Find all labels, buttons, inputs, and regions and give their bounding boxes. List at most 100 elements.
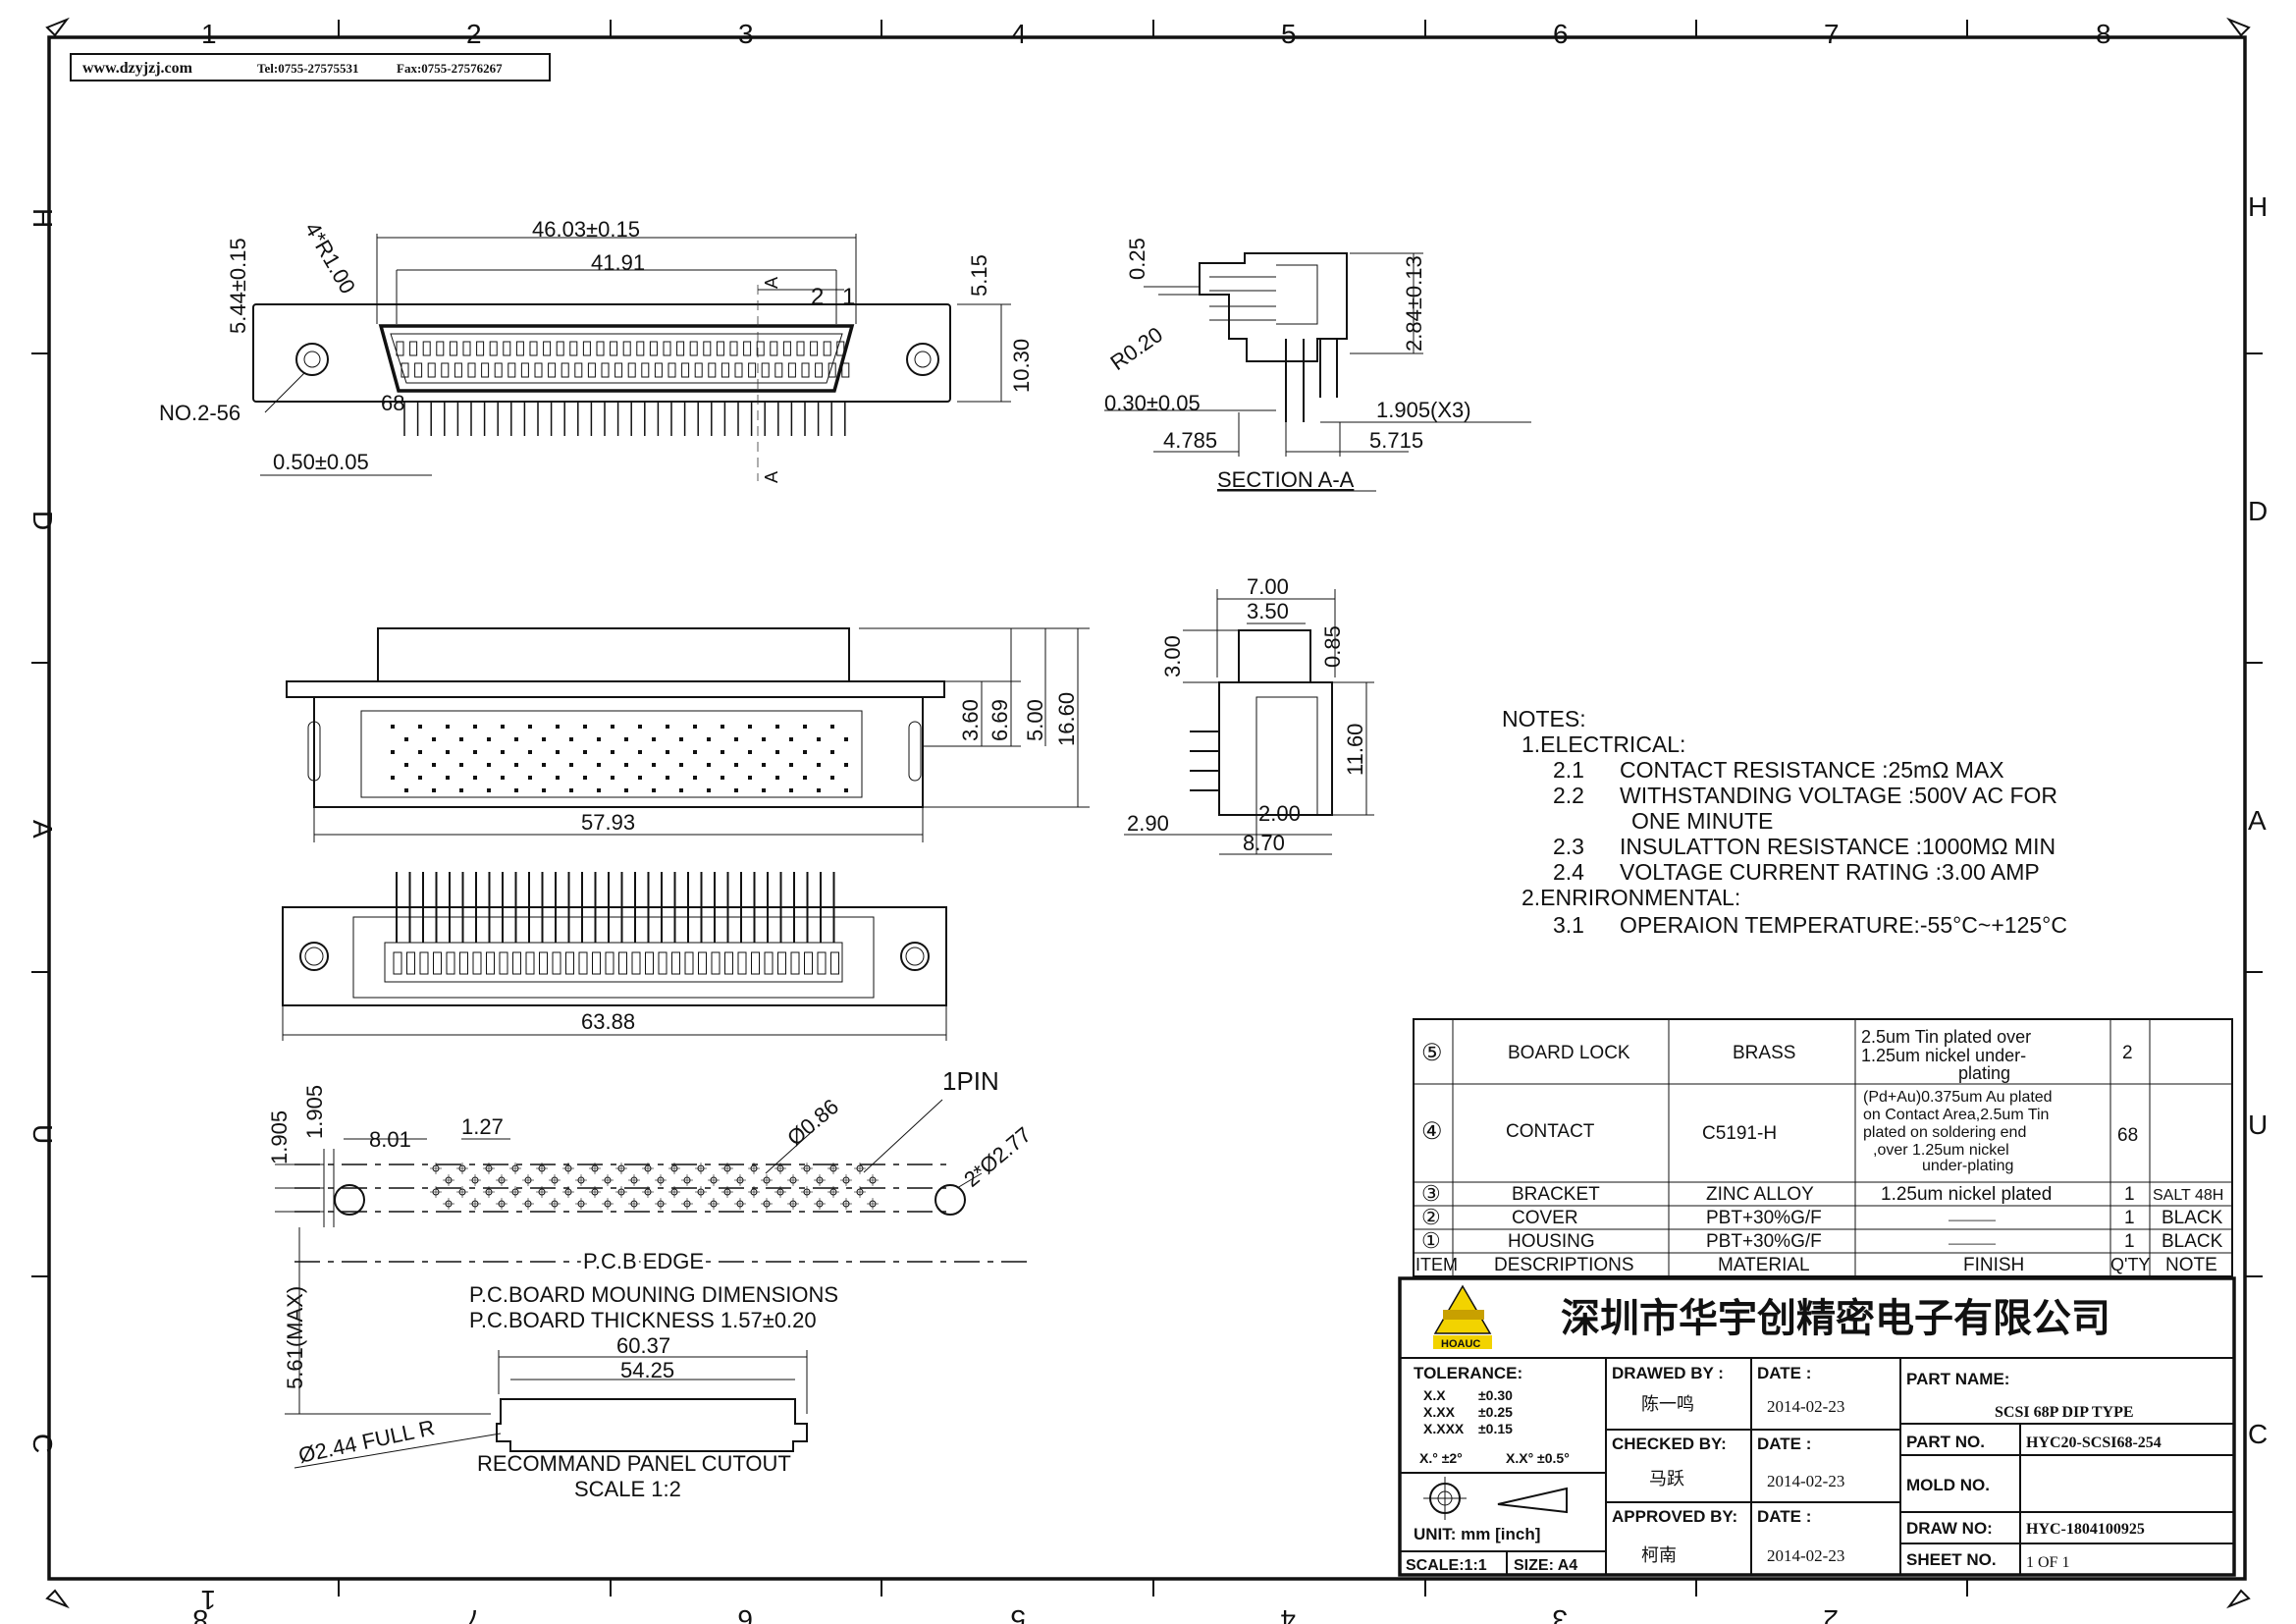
contact-dot bbox=[789, 763, 793, 767]
bottom-pin-pad bbox=[671, 951, 680, 975]
tol-angle-2: X.X° ±0.5° bbox=[1506, 1450, 1570, 1466]
bottom-pin-pad bbox=[724, 951, 733, 975]
contact-dot bbox=[432, 763, 436, 767]
contact-dot bbox=[583, 725, 587, 729]
frame-right-c: C bbox=[2248, 1419, 2268, 1449]
notes-line-5-num: 2.3 bbox=[1553, 834, 1584, 859]
pcb-edge-label: P.C.B EDGE bbox=[583, 1249, 704, 1273]
contact-dot bbox=[748, 750, 752, 754]
front-pin-2: 2 bbox=[811, 284, 824, 310]
bom-header-item: ITEM bbox=[1415, 1255, 1458, 1274]
tel-text: Tel:0755-27575531 bbox=[257, 61, 359, 76]
bottom-pin-pad bbox=[658, 951, 667, 975]
draw-no-label: DRAW NO: bbox=[1906, 1519, 1993, 1538]
bottom-pin-pad bbox=[631, 951, 641, 975]
section-title: SECTION A-A bbox=[1217, 467, 1355, 492]
tol-xxx-key: X.XX bbox=[1423, 1404, 1456, 1420]
front-pin bbox=[529, 341, 538, 356]
contact-dot bbox=[473, 776, 477, 780]
bom-row-4-finish-3: plated on soldering end bbox=[1863, 1124, 2026, 1141]
bottom-dim-width: 63.88 bbox=[581, 1009, 635, 1034]
bottom-pin-pad bbox=[711, 951, 721, 975]
contact-dot bbox=[459, 737, 463, 741]
notes-line-2-text: CONTACT RESISTANCE :25mΩ MAX bbox=[1620, 757, 2004, 783]
sheet-no-label: SHEET NO. bbox=[1906, 1550, 1997, 1569]
front-pin bbox=[641, 362, 650, 378]
bottom-pin-pad bbox=[525, 951, 535, 975]
approved-by-name: 柯南 bbox=[1641, 1545, 1677, 1565]
notes-line-6-num: 2.4 bbox=[1553, 859, 1584, 885]
sheet-no-value: 1 OF 1 bbox=[2026, 1554, 2069, 1571]
date-value-3: 2014-02-23 bbox=[1767, 1546, 1844, 1565]
bom-row-4-qty: 68 bbox=[2117, 1125, 2138, 1146]
scale-label: SCALE:1:1 bbox=[1406, 1557, 1487, 1574]
contact-dot bbox=[501, 750, 505, 754]
date-value-1: 2014-02-23 bbox=[1767, 1397, 1844, 1416]
front-pin bbox=[770, 341, 778, 356]
frame-right-a: A bbox=[2248, 805, 2267, 836]
contact-dot bbox=[542, 788, 546, 792]
front-pin bbox=[494, 362, 503, 378]
pcb-holes bbox=[430, 1163, 879, 1210]
contact-dot bbox=[830, 750, 834, 754]
contact-dot bbox=[611, 776, 614, 780]
front-pin bbox=[694, 362, 703, 378]
front-pin bbox=[734, 362, 743, 378]
top-dim-d: 16.60 bbox=[1054, 692, 1079, 746]
header-stamp: www.dzyjzj.com Tel:0755-27575531 Fax:075… bbox=[70, 53, 551, 81]
tol-xx-key: X.X bbox=[1423, 1387, 1446, 1403]
contact-dot bbox=[446, 725, 450, 729]
bottom-pin-pad bbox=[552, 951, 561, 975]
notes-line-3-num: 2.2 bbox=[1553, 783, 1584, 808]
front-pin bbox=[515, 341, 524, 356]
bottom-pin-pad bbox=[472, 951, 482, 975]
contact-dot bbox=[597, 737, 601, 741]
frame-left-d: D bbox=[27, 511, 58, 530]
contact-dot bbox=[514, 763, 518, 767]
bottom-pin-pad bbox=[406, 951, 415, 975]
front-pin bbox=[614, 362, 623, 378]
contact-dot bbox=[418, 750, 422, 754]
bom-row-1-desc: HOUSING bbox=[1508, 1231, 1595, 1252]
bom-row-1-item: ① bbox=[1421, 1228, 1441, 1253]
company-logo: HOAUC bbox=[1433, 1284, 1492, 1350]
bottom-pin-pad bbox=[618, 951, 627, 975]
front-pin bbox=[796, 341, 805, 356]
date-value-2: 2014-02-23 bbox=[1767, 1472, 1844, 1490]
tol-angle-1: X.° ±2° bbox=[1419, 1450, 1463, 1466]
contact-dot bbox=[693, 776, 697, 780]
front-view: 46.03±0.15 41.91 5.44±0.15 4*R1.00 5.15 … bbox=[159, 217, 1034, 483]
bottom-pin-pad bbox=[512, 951, 521, 975]
top-dim-c: 5.00 bbox=[1023, 699, 1047, 741]
contact-dot bbox=[391, 750, 395, 754]
front-dim-right: 10.30 bbox=[1009, 339, 1034, 393]
side-dim-left: 3.00 bbox=[1160, 635, 1185, 677]
contact-dot bbox=[775, 776, 779, 780]
front-pin bbox=[489, 341, 498, 356]
front-dim-overall: 46.03±0.15 bbox=[532, 217, 640, 242]
bom-header-material: MATERIAL bbox=[1718, 1255, 1810, 1275]
section-view: 0.25 R0.20 0.30±0.05 2.84±0.13 1.905(X3)… bbox=[1104, 238, 1531, 492]
bom-header-finish: FINISH bbox=[1963, 1255, 2024, 1275]
front-pin bbox=[708, 362, 717, 378]
front-pin bbox=[667, 362, 676, 378]
draw-no-value: HYC-1804100925 bbox=[2026, 1521, 2145, 1538]
front-pin bbox=[782, 341, 791, 356]
bottom-pin-pad bbox=[419, 951, 429, 975]
frame-bottom-1: 8 bbox=[192, 1604, 208, 1624]
bom-row-3-finish: 1.25um nickel plated bbox=[1881, 1184, 2052, 1205]
front-pin bbox=[716, 341, 724, 356]
front-pin bbox=[681, 362, 690, 378]
size-label: SIZE: A4 bbox=[1514, 1557, 1577, 1574]
date-label-2: DATE : bbox=[1757, 1435, 1811, 1453]
contact-dot bbox=[446, 750, 450, 754]
contact-dot bbox=[418, 725, 422, 729]
frame-right-u: U bbox=[2248, 1110, 2268, 1140]
frame-left-u: U bbox=[27, 1124, 58, 1144]
side-dim-tail: 2.90 bbox=[1127, 811, 1169, 836]
front-pin bbox=[481, 362, 490, 378]
contact-dot bbox=[721, 725, 724, 729]
contact-dot bbox=[583, 750, 587, 754]
bottom-pin-pad bbox=[605, 951, 614, 975]
contact-dot bbox=[734, 788, 738, 792]
